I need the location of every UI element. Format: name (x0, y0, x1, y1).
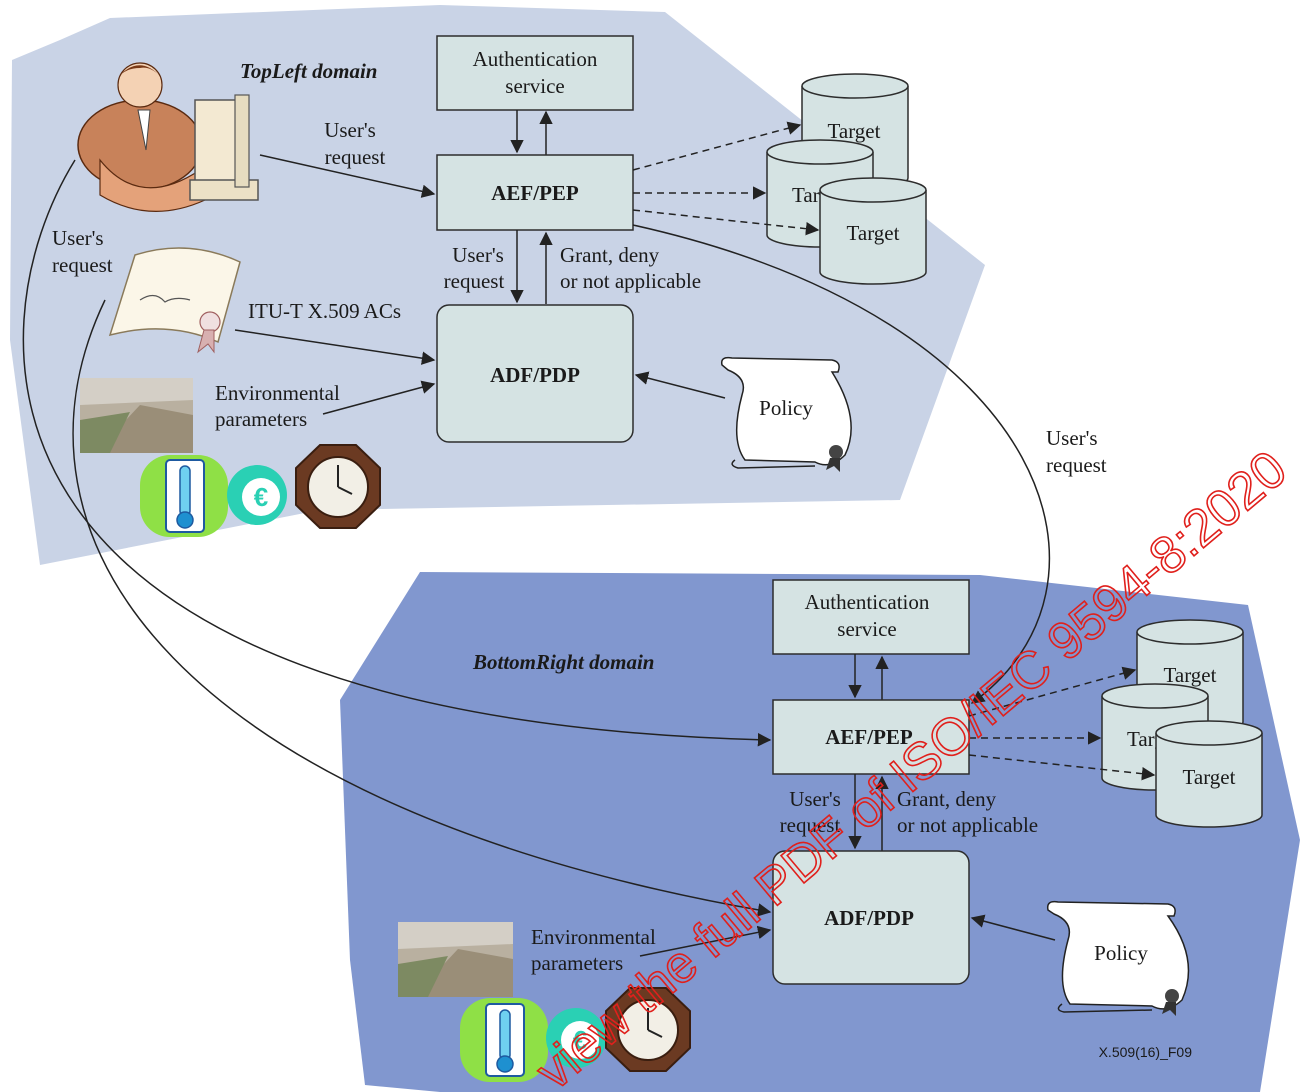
svg-text:Target: Target (1164, 663, 1217, 687)
certificate-icon (108, 247, 241, 354)
top-thermometer-icon (140, 455, 228, 537)
svg-text:Authentication: Authentication (473, 47, 598, 71)
bottom-policy-scroll-icon: Policy (1046, 900, 1190, 1016)
bottomright-domain-title: BottomRight domain (472, 650, 654, 674)
svg-text:or not applicable: or not applicable (560, 269, 701, 293)
figure-reference: X.509(16)_F09 (1099, 1044, 1193, 1060)
svg-text:service: service (505, 74, 564, 98)
top-aef-pep-box: AEF/PEP (436, 154, 634, 231)
top-landscape-photo-icon (80, 378, 193, 453)
bottom-users-request-adf-label: User's (789, 787, 841, 811)
bottom-euro-coin-icon: € (546, 1008, 606, 1068)
left-users-request-label: User's (52, 226, 104, 250)
bottom-authentication-service-box: Authentication service (772, 579, 970, 655)
user-at-computer-icon (77, 62, 259, 212)
bottom-env-params-label: Environmental (531, 925, 656, 949)
svg-text:Policy: Policy (1094, 941, 1148, 965)
topleft-domain-title: TopLeft domain (240, 59, 377, 83)
svg-text:€: € (254, 482, 268, 512)
svg-text:request: request (780, 813, 841, 837)
svg-text:Target: Target (1183, 765, 1236, 789)
bottom-clock-icon (605, 987, 691, 1072)
svg-text:request: request (52, 253, 113, 277)
svg-text:request: request (325, 145, 386, 169)
top-clock-icon (295, 444, 381, 529)
top-env-params-label: Environmental (215, 381, 340, 405)
svg-text:Policy: Policy (759, 396, 813, 420)
top-authentication-service-box: Authentication service (436, 35, 634, 111)
svg-text:Authentication: Authentication (805, 590, 930, 614)
top-adf-pdp-box: ADF/PDP (436, 304, 634, 443)
svg-text:request: request (1046, 453, 1107, 477)
top-target-3: Target (819, 177, 927, 285)
top-grant-deny-label: Grant, deny (560, 243, 660, 267)
svg-text:AEF/PEP: AEF/PEP (491, 181, 579, 205)
svg-text:Target: Target (828, 119, 881, 143)
svg-text:or not applicable: or not applicable (897, 813, 1038, 837)
top-users-request-adf-label: User's (452, 243, 504, 267)
bottom-grant-deny-label: Grant, deny (897, 787, 997, 811)
right-users-request-label: User's (1046, 426, 1098, 450)
svg-text:AEF/PEP: AEF/PEP (825, 725, 913, 749)
bottom-landscape-photo-icon (398, 922, 513, 997)
svg-text:€: € (573, 1025, 587, 1055)
bottom-thermometer-icon (460, 998, 548, 1082)
svg-text:service: service (837, 617, 896, 641)
svg-text:ADF/PDP: ADF/PDP (490, 363, 580, 387)
top-euro-coin-icon: € (227, 465, 287, 525)
top-acs-label: ITU-T X.509 ACs (248, 299, 401, 323)
svg-text:request: request (444, 269, 505, 293)
svg-text:parameters: parameters (531, 951, 623, 975)
bottom-target-3: Target (1155, 720, 1263, 828)
svg-text:parameters: parameters (215, 407, 307, 431)
svg-text:Target: Target (847, 221, 900, 245)
bottom-aef-pep-box: AEF/PEP (772, 699, 970, 775)
top-policy-scroll-icon: Policy (720, 356, 852, 472)
svg-text:ADF/PDP: ADF/PDP (824, 906, 914, 930)
top-users-request-label: User's (324, 118, 376, 142)
bottom-adf-pdp-box: ADF/PDP (772, 850, 970, 985)
bottomright-domain-area (340, 572, 1300, 1092)
